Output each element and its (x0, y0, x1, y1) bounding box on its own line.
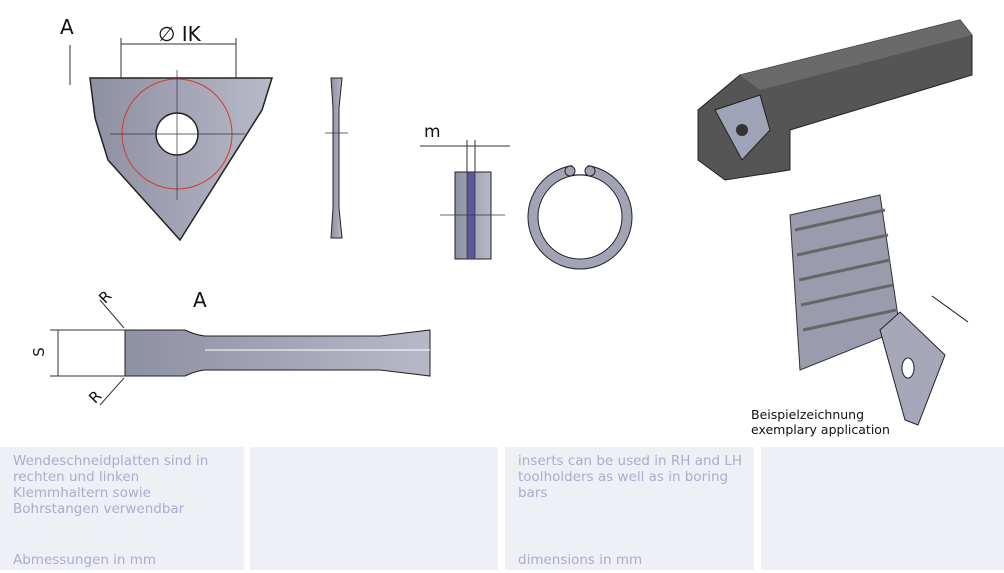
panel-text: inserts can be used in RH and LH toolhol… (518, 453, 743, 501)
view-a-side-label: A (193, 288, 207, 312)
caption-en: exemplary application (751, 422, 890, 437)
insert-long-view (50, 299, 431, 406)
circlip (527, 160, 633, 270)
info-panel-de: Wendeschneidplatten sind in rechten und … (0, 447, 244, 570)
panel-footer: Abmessungen in mm (13, 552, 157, 568)
technical-drawing (50, 19, 973, 426)
toolholder-illustration (697, 19, 973, 181)
info-panel-en: inserts can be used in RH and LH toolhol… (505, 447, 754, 570)
panel-text: Wendeschneidplatten sind in rechten und … (13, 453, 209, 517)
view-a-label: A (60, 15, 74, 39)
insert-top-view (69, 38, 274, 242)
info-panel-empty (761, 447, 1004, 570)
thread-cutting-illustration (789, 194, 969, 426)
insert-side-view (325, 77, 348, 239)
panel-footer: dimensions in mm (518, 552, 643, 568)
groove-detail (420, 140, 510, 260)
info-panel-empty (250, 447, 498, 570)
caption-de: Beispielzeichnung (751, 407, 865, 422)
s-dimension-label: S (29, 347, 48, 357)
caption: Beispielzeichnung exemplary application (751, 407, 890, 437)
ik-dimension-label: ∅ IK (158, 22, 201, 46)
m-dimension-label: m (424, 122, 441, 142)
